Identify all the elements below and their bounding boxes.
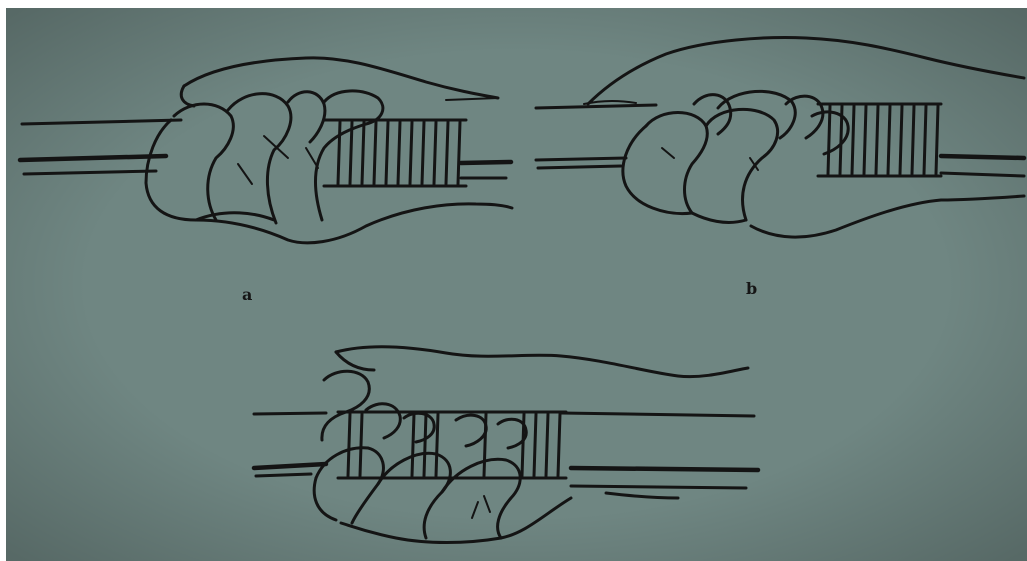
figure-label-a: a [242, 285, 252, 304]
grip-illustration [6, 8, 1027, 561]
figure-label-b: b [746, 279, 757, 298]
book-page-photo: a b [6, 8, 1027, 561]
